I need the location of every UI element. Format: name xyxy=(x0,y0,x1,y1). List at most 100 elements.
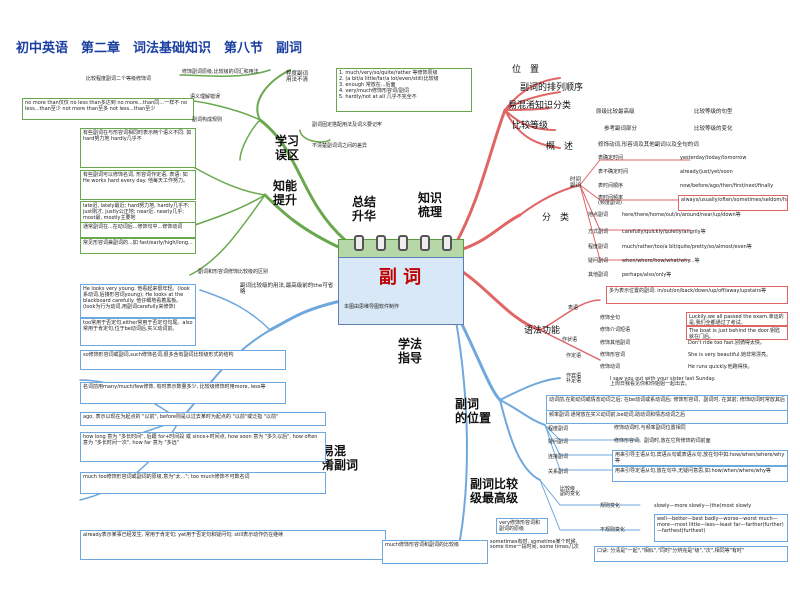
node-rule-regular-value: slowly—more slowly—(the)most slowly xyxy=(654,503,752,509)
node-yiwen: 疑问副词 xyxy=(588,258,609,264)
node-biaoyu-value: 多为表示位置的副词: in/out/on/back/down/up/off/aw… xyxy=(606,286,788,304)
node-ll-list: 1. much/very/so/quite/rather 等修饰原级 2. (a… xyxy=(336,68,472,112)
node-ll-2: 语义理解错误 xyxy=(190,94,221,100)
node-biaoyu: 表语 xyxy=(568,305,579,311)
node-yufa: 语法功能 xyxy=(524,326,561,336)
node-xs-4: 修饰形容词 xyxy=(600,352,626,358)
node-buyu-value: I saw you out with your sister last Sund… xyxy=(610,376,716,388)
branch-xuexi: 学法 指导 xyxy=(398,337,423,365)
node-ll-10: 副词和形容词修饰比较级的区别 xyxy=(198,269,269,275)
node-bl-1: 副词比较级的用法,最高级前的the可省略 xyxy=(240,283,334,295)
node-ll-11: He looks very young. 他看起来很年轻。(look系动词,后接… xyxy=(80,284,196,318)
node-cankao: 参考副词部分 xyxy=(604,126,638,132)
calendar-ring-icon xyxy=(398,235,408,251)
node-didian: 地点副词 xyxy=(588,212,609,218)
node-gaishu-note: 修饰动词,形容词及其他副词以及全句的词 xyxy=(598,142,699,148)
node-position-rule-1: 频率副词:通常放在实义动词前,be动词,助动词和情态动词之后 xyxy=(546,410,788,424)
node-chengdu: 程度副词 xyxy=(588,244,609,250)
node-ll-4: 不清楚副词词之间的差异 xyxy=(312,143,368,149)
node-bl-2: so修饰形容词或副词,such修饰名词,很多含有副词比较级形式的结构 xyxy=(80,350,286,370)
node-rule-irregular-value: well—better—best badly—worse—worst much—… xyxy=(654,514,788,542)
node-xs-3-value: Don't ride too fast.别骑得太快。 xyxy=(688,340,765,346)
node-shijian: 时间 副词 xyxy=(570,177,582,189)
branch-zongjie: 总结 升华 xyxy=(352,195,377,223)
node-ll-1c: 比较程度副词二个等级修饰词 xyxy=(86,76,152,82)
node-ll-3b: 副词固定搭配用法及词义要记牢 xyxy=(312,122,383,128)
node-time-2-value: already/just/yet/soon xyxy=(680,169,733,175)
node-xs-1-value: Luckily,we all passed the exam.幸运的是,我们全都… xyxy=(686,312,788,326)
node-fenlei: 分 类 xyxy=(542,213,570,223)
node-rule-irregular: 不规则变化 xyxy=(600,527,626,533)
node-position-rule-3-value: 修饰形容词、副词时,放在它所修饰的词前面 xyxy=(614,438,711,444)
node-xs-2: 修饰介词短语 xyxy=(600,327,631,333)
node-bijiao-change: 比较级 副的变化 xyxy=(560,486,581,498)
node-ll-6: 有些副词可以修饰名词, 形容词作定语, 表语: 如 He works hard … xyxy=(80,170,196,200)
branch-zhishi: 知识 梳理 xyxy=(418,191,443,219)
node-position-rule-3: 疑问副词 xyxy=(548,439,569,445)
calendar-ring-icon xyxy=(376,235,386,251)
node-bl-3: 名词前用many/much/few修饰, 有时表示数量多少, 比较级修饰时用mo… xyxy=(80,382,286,404)
node-ll-7: late迟, lately最近; hard努力地, hardly几乎不; jus… xyxy=(80,201,196,223)
node-time-4-value: always/usually/often/sometimes/seldom/ha… xyxy=(678,195,788,211)
node-position-rule-2-value: 修饰动词时,与频率副词位置相同 xyxy=(614,425,686,431)
node-time-2: 表不确定时间 xyxy=(598,169,629,175)
central-topic-node: 副 词 本图由思维导图软件制作 xyxy=(338,235,464,327)
node-bl-4: ago, 表示以现在为起点的 "以前", before则是以过去某时为起点的 "… xyxy=(80,412,326,426)
node-dingyu: 作定语 xyxy=(566,353,582,359)
node-xs-3: 修饰其他副词 xyxy=(600,340,631,346)
node-xs-1: 修饰全句 xyxy=(600,315,621,321)
node-position-rule-4: 连接副词 xyxy=(548,454,569,460)
node-ll-9: 常见形容词兼副词的...如 fast/early/high/long... xyxy=(80,238,196,254)
calendar-ring-icon xyxy=(442,235,452,251)
node-fangshi: 方式副词 xyxy=(588,229,609,235)
node-position-intro: 动词前,在助动词或情态动词之后; 在be动词或系动词后; 修饰形容词、副词时, … xyxy=(546,395,788,411)
node-didian-value: here/there/home/out/in/around/near/up/do… xyxy=(622,212,741,218)
node-fangshi-value: carefully/quickly/quietly/angrily等 xyxy=(622,229,706,235)
node-ll-1b: 程度副词 用法不清 xyxy=(286,71,309,83)
node-position-rule-4-value: 用来引导主语从句,宾语从句或表语从句,放在句中如:how/when/where/… xyxy=(612,450,788,466)
node-position-rule-2: 程度副词 xyxy=(548,426,569,432)
node-xs-4-value: She is very beautiful.她非常漂亮。 xyxy=(688,352,771,358)
node-time-3: 表时间顺序 xyxy=(598,183,624,189)
node-bl-8: very修饰形容词和副词的原级 xyxy=(496,518,548,534)
calendar-ring-icon xyxy=(354,235,364,251)
node-qita: 其他副词 xyxy=(588,272,609,278)
node-tip: 口诀: 分清是"一起","相似","同时"分辨完是"级","次",相同等"有时" xyxy=(594,546,788,562)
node-position-rule-5: 关系副词 xyxy=(548,469,569,475)
node-time-3-value: now/before/ago/then/first/next/finally xyxy=(680,183,774,189)
node-chengdu-value: much/rather/too/a bit/quite/pretty/so/al… xyxy=(622,244,752,250)
node-ll-3: 副词构成规则 xyxy=(192,117,223,123)
node-ll-12: too常用于否定句,either常用于否定句句尾。also常用于肯定句,位于be… xyxy=(80,318,196,346)
branch-tisheng: 知能 提升 xyxy=(273,179,298,207)
node-yicuo: 易混淆知识分类 xyxy=(508,101,572,111)
node-bl-5: how long 意为 "多长时间", 后跟 for+时间段 或 since+时… xyxy=(80,432,326,462)
node-bl-10: sometimes有时, sometime某个时候, some time一段时间… xyxy=(490,539,579,551)
node-yuanji-note: 比较等级的句型 xyxy=(694,109,733,115)
calendar-ring-icon xyxy=(420,235,430,251)
branch-bijiao: 副词比较 级最高级 xyxy=(470,477,519,505)
node-bl-6: much too修饰形容词或副词的原级,意为"太..."; too much修饰… xyxy=(80,472,326,494)
calendar-body xyxy=(338,257,464,325)
branch-yihun: 易混 淆副词 xyxy=(322,444,359,472)
node-yiwen-value: when/where/how/what/why...等 xyxy=(622,258,700,264)
central-note: 本图由思维导图软件制作 xyxy=(344,304,400,310)
node-position-rule-5-value: 用来引导定语从句,放在句中,无疑问意思,如:how/when/where/why… xyxy=(612,466,788,482)
node-rule-regular: 规则变化 xyxy=(600,503,621,509)
node-time-1: 表确定时间 xyxy=(598,155,624,161)
node-yuanji: 原级比较最高级 xyxy=(596,109,635,115)
node-ll-2-value: no more than仅仅 no less than多达到 no more..… xyxy=(22,98,194,120)
node-ll-8: 通常副词在...在动词后...修饰句中...修饰动词 xyxy=(80,222,196,238)
node-pailie: 副词的排列顺序 xyxy=(520,83,584,93)
central-topic-label: 副 词 xyxy=(378,267,422,288)
node-buyu: 作宾语 补足语 xyxy=(566,373,582,385)
node-qita-value: perhaps/also/only等 xyxy=(622,272,672,278)
node-bijiao: 比较等级 xyxy=(512,121,549,131)
node-zhuangyu: 作状语 xyxy=(562,337,578,343)
node-xs-5-value: He runs quickly.他跑得快。 xyxy=(688,364,753,370)
node-cankao-note: 比较等级的变化 xyxy=(694,126,733,132)
page-title: 初中英语 第二章 词法基础知识 第八节 副词 xyxy=(16,41,303,56)
node-ll-5: 有些副词在与形容词相同时表示两个语义不同: 如 hard努力地 hardly几乎… xyxy=(80,128,196,168)
node-time-1-value: yesterday/today/tomorrow xyxy=(680,155,747,161)
node-xs-2-value: The boat is just behind the door.钥匙就在门后。 xyxy=(686,326,788,340)
branch-weizhi: 副词 的位置 xyxy=(455,397,492,425)
